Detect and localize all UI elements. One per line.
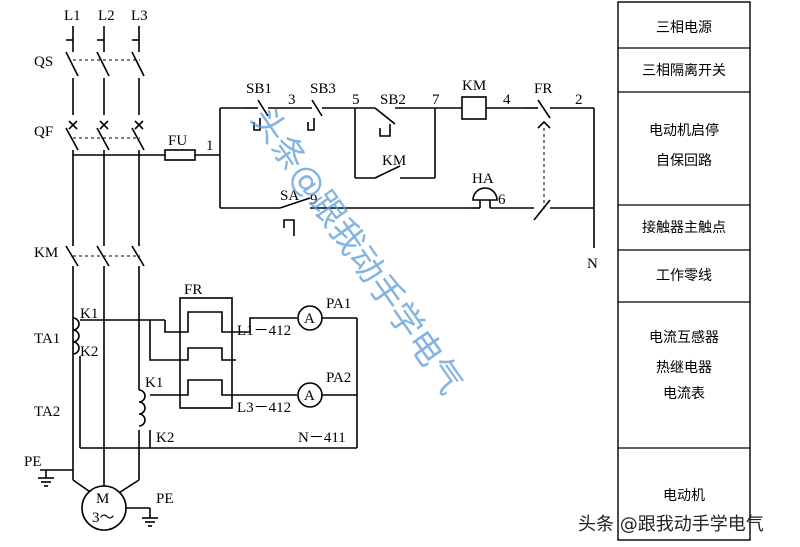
wire-l1-412-label: L1－412: [237, 323, 291, 339]
ta2-k1-label: K1: [145, 375, 163, 391]
node-6-label: 6: [498, 192, 506, 208]
metering-circuit: K1 K2 K1 K2 FR A PA1 L1－412 A PA2 L3－412: [72, 282, 358, 449]
legend-ct: 电流互感器: [649, 329, 719, 346]
three-phase-lines: L1 L2 L3: [64, 8, 148, 480]
pe-label-1: PE: [24, 454, 42, 470]
node-5-label: 5: [352, 92, 360, 108]
sa-label: SA: [280, 188, 299, 204]
pa2-a-symbol: A: [304, 388, 315, 404]
legend-motor-start-stop: 电动机启停: [649, 122, 719, 139]
phase-label-l2: L2: [98, 8, 115, 24]
fr-overload-contact: [525, 99, 594, 210]
ta1-k2-label: K2: [80, 344, 98, 360]
legend-table: 三相电源 三相隔离开关 电动机启停 自保回路 接触器主触点 工作零线 电流互感器…: [617, 1, 751, 541]
neutral-label: N: [587, 256, 598, 272]
wire-l3-412-label: L3－412: [237, 400, 291, 416]
sb1-label: SB1: [246, 81, 272, 97]
motor-m-label: M: [96, 491, 109, 507]
control-circuit: FU 1 SB1 3 SB3 5 SB2: [73, 78, 598, 272]
km-coil-label: KM: [462, 78, 486, 94]
legend-isolator: 三相隔离开关: [642, 62, 726, 79]
qs-label: QS: [34, 54, 53, 70]
sb3-stop-button: [290, 99, 355, 131]
legend-ammeter: 电流表: [663, 386, 705, 402]
km-main-label: KM: [34, 245, 58, 261]
motor-3ph-label: 3～: [92, 510, 115, 526]
ta1-k1-label: K1: [80, 306, 98, 322]
node-7-label: 7: [432, 92, 440, 108]
fr-box-label: FR: [184, 282, 202, 298]
ta2-k2-label: K2: [156, 430, 174, 446]
phase-label-l1: L1: [64, 8, 81, 24]
legend-main-contacts: 接触器主触点: [642, 219, 726, 236]
node-4-label: 4: [503, 92, 511, 108]
node-9-label: 9: [310, 192, 318, 208]
node-2-label: 2: [575, 92, 583, 108]
phase-label-l3: L3: [131, 8, 148, 24]
sb2-start-button: [355, 107, 435, 137]
km-aux-contact: [354, 108, 436, 179]
wire-n-411-label: N－411: [298, 430, 346, 446]
sb3-label: SB3: [310, 81, 336, 97]
pa1-a-symbol: A: [304, 311, 315, 327]
breaker-x-marks: [68, 120, 144, 130]
fu-label: FU: [168, 133, 187, 149]
sa-selector-switch: [279, 197, 470, 236]
ha-label: HA: [472, 171, 494, 187]
motor: M 3～: [72, 479, 158, 531]
node-3-label: 3: [288, 92, 296, 108]
ta2-label: TA2: [34, 404, 60, 420]
node-1-label: 1: [206, 138, 214, 154]
pa1-label: PA1: [326, 296, 351, 312]
sb2-label: SB2: [380, 92, 406, 108]
km-aux-label: KM: [382, 153, 406, 169]
earth-pe-1: [38, 469, 73, 487]
legend-neutral: 工作零线: [656, 268, 712, 284]
fuse-fu: [164, 149, 196, 161]
legend-power-source: 三相电源: [656, 20, 712, 36]
pe-label-2: PE: [156, 491, 174, 507]
ha-alarm-horn: [470, 187, 534, 209]
fr-control-label: FR: [534, 81, 552, 97]
legend-motor: 电动机: [663, 488, 705, 504]
thermal-relay-box: [179, 297, 233, 409]
ta1-label: TA1: [34, 331, 60, 347]
legend-self-hold: 自保回路: [656, 153, 712, 169]
qf-label: QF: [34, 124, 53, 140]
legend-thermal-relay: 热继电器: [656, 360, 712, 376]
credit-text: 头条 @跟我动手学电气: [578, 514, 764, 535]
pa2-label: PA2: [326, 370, 351, 386]
sb1-stop-button: [245, 99, 290, 131]
km-coil: [461, 96, 487, 120]
